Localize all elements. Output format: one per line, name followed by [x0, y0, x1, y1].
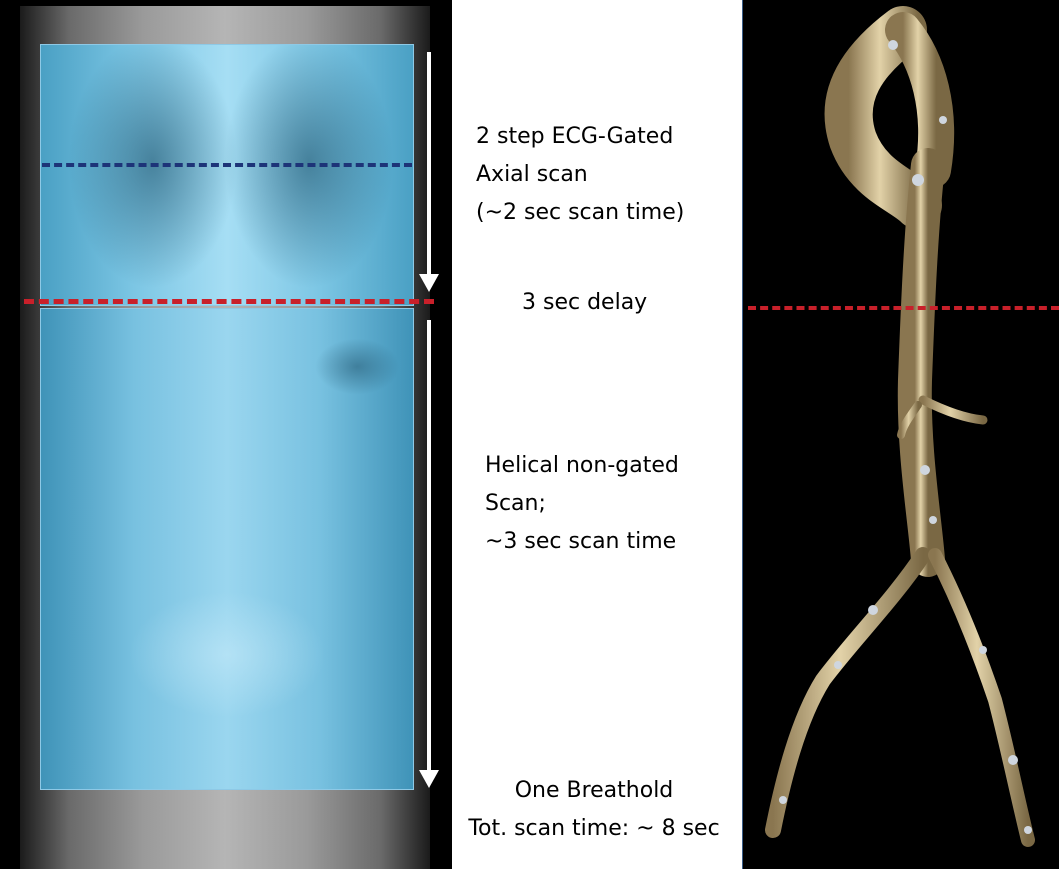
transition-line: [24, 299, 434, 304]
gated-scan-line-1: 2 step ECG-Gated: [476, 118, 684, 156]
gated-scan-line-2: Axial scan: [476, 156, 684, 194]
helical-scan-label: Helical non-gated Scan; ~3 sec scan time: [485, 447, 679, 561]
gated-scan-label: 2 step ECG-Gated Axial scan (~2 sec scan…: [476, 118, 684, 232]
total-time-text: Tot. scan time: ~ 8 sec: [465, 810, 723, 848]
scan-direction-arrow-lower: [427, 320, 431, 775]
helical-scan-line-1: Helical non-gated: [485, 447, 679, 485]
total-time-label: One Breathold Tot. scan time: ~ 8 sec: [465, 772, 723, 848]
delay-text: 3 sec delay: [522, 284, 647, 322]
aorta-3d-panel: [743, 0, 1059, 869]
arrow-down-icon: [419, 770, 439, 788]
transition-line-right: [748, 306, 1059, 310]
helical-scan-line-2: Scan;: [485, 485, 679, 523]
scan-direction-arrow-upper: [427, 52, 431, 280]
xray-panel: [0, 0, 452, 869]
helical-scan-line-3: ~3 sec scan time: [485, 523, 679, 561]
aorta-rendering: [743, 0, 1059, 869]
delay-label: 3 sec delay: [522, 284, 647, 322]
helical-scan-region: [40, 308, 414, 790]
gated-scan-region: [40, 44, 414, 306]
gated-scan-line-3: (~2 sec scan time): [476, 194, 684, 232]
arrow-down-icon: [419, 274, 439, 292]
breathold-text: One Breathold: [465, 772, 723, 810]
gated-level-line: [42, 163, 412, 167]
